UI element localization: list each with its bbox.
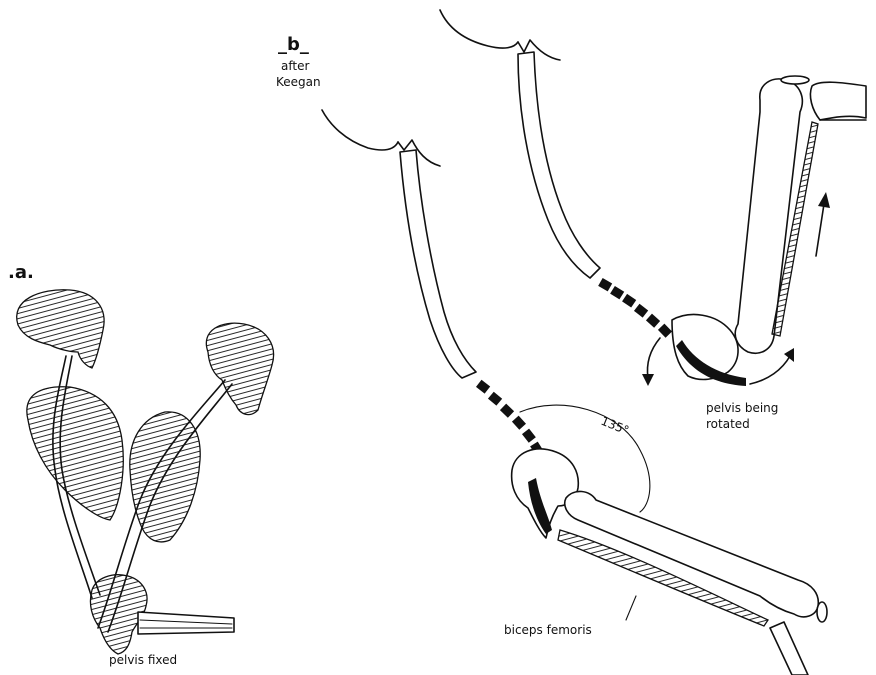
left-figure-torso [27,387,123,520]
credit-line-2: Keegan [276,75,321,89]
right-figure-head [206,323,273,414]
upper-figure-spine [518,52,600,278]
left-figure-head [17,290,104,368]
patella [817,602,827,622]
biceps-leader-line [626,596,636,620]
lower-spine-segments [476,380,544,456]
panel-a-label: .a. [8,262,34,283]
angle-label: 135° [599,414,631,438]
lower-figure-spine [400,150,476,378]
panel-b-label: _b_ [278,34,309,55]
rotation-arrow-right [750,356,790,384]
rotation-caption-line-2: rotated [706,417,750,431]
upward-arrowhead [818,192,830,208]
lower-figure-head-outline [322,110,398,150]
upper-femur [735,79,802,353]
upper-patella [781,76,809,84]
credit-line-1: after [281,59,309,73]
lower-tibia [770,622,808,675]
right-figure-torso [130,412,200,542]
biceps-femoris-label: biceps femoris [504,623,592,637]
rotation-caption-line-1: pelvis being [706,401,778,415]
pelvis-fixed-caption: pelvis fixed [109,653,177,667]
upward-arrow [816,204,824,256]
panel-a: .a. pelvis fixed [8,262,274,667]
upper-tibia [810,82,866,120]
rotation-arrowhead-right [784,348,794,362]
upper-figure-head-outline [440,10,518,48]
panel-b: _b_ after Keegan 135° biceps femoris [276,10,866,675]
rotation-arrow-left [648,338,661,378]
upper-spine-segments [598,278,672,338]
rotation-arrowhead-left [642,374,654,386]
